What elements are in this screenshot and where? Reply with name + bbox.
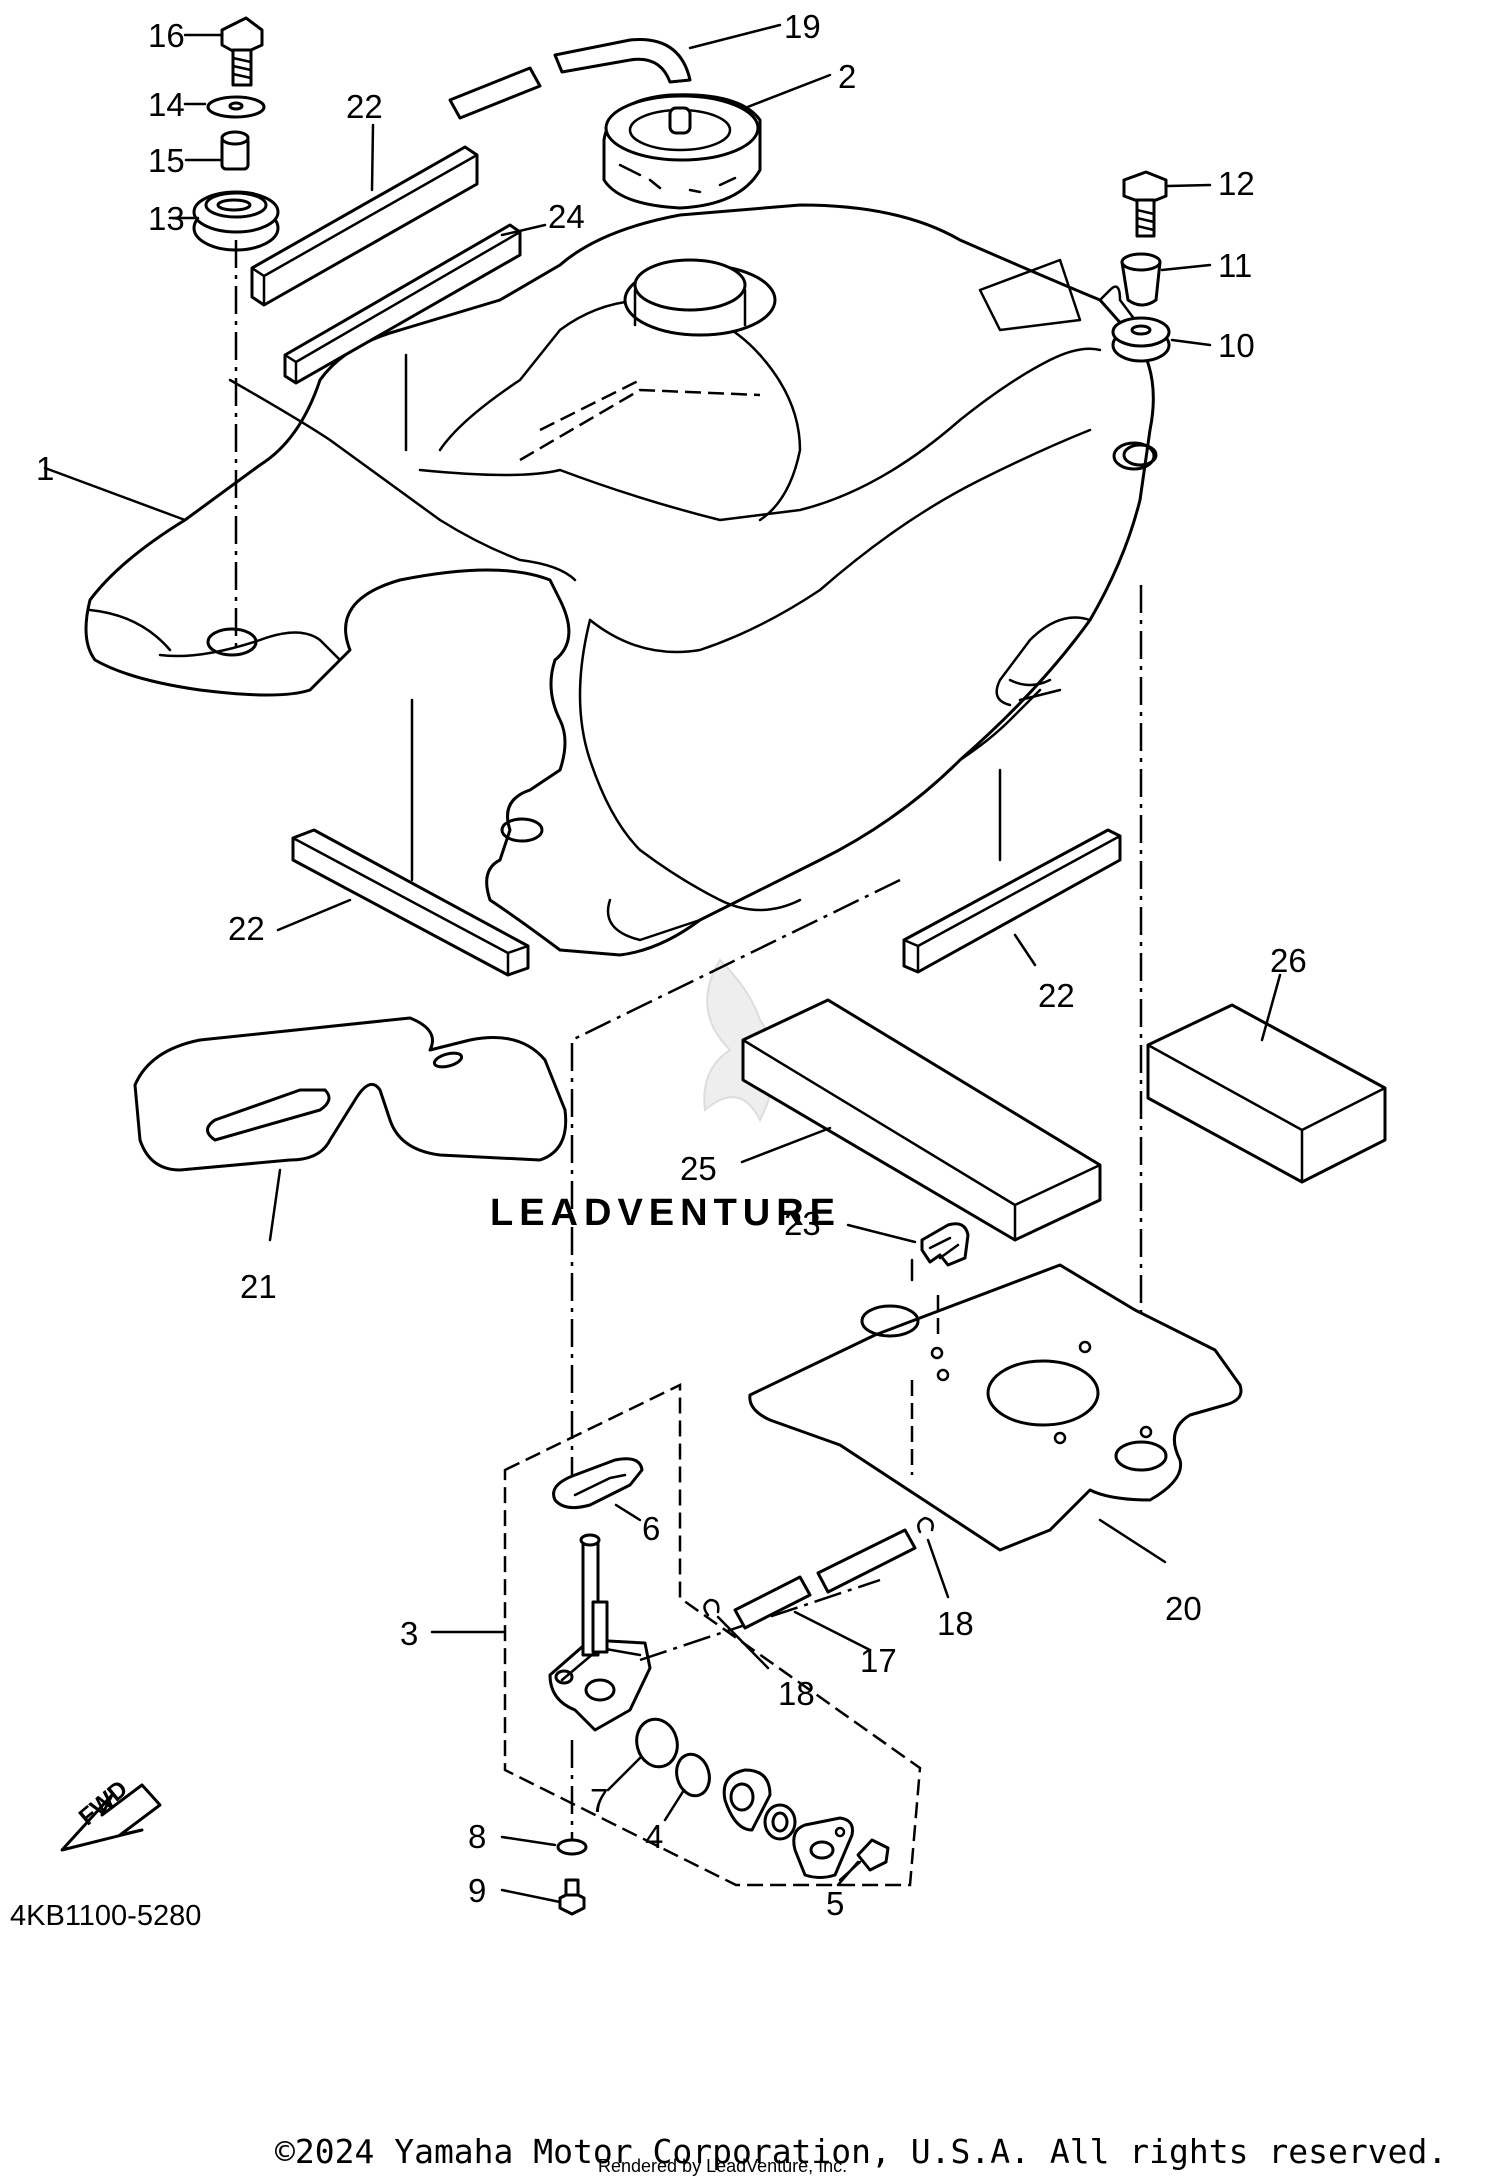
forward-direction-indicator: FWD	[60, 1775, 162, 1852]
right-mount-hardware	[1111, 170, 1171, 363]
fuel-cock-assembly	[503, 1383, 922, 1916]
callout-25: 25	[680, 1150, 717, 1187]
callout-18-upper: 18	[937, 1605, 974, 1642]
callout-22-right: 22	[1038, 977, 1075, 1014]
callout-2: 2	[838, 58, 856, 95]
callout-13: 13	[148, 200, 185, 237]
left-mount-hardware	[192, 16, 280, 252]
callout-4: 4	[645, 1818, 663, 1855]
copyright-notice: ©2024 Yamaha Motor Corporation, U.S.A. A…	[275, 2132, 1447, 2171]
callout-20: 20	[1165, 1590, 1202, 1627]
callout-19: 19	[784, 8, 821, 45]
callout-11: 11	[1218, 247, 1252, 284]
callout-26: 26	[1270, 942, 1307, 979]
callout-3: 3	[400, 1615, 418, 1652]
heat-shield-plate	[133, 1016, 568, 1172]
callout-17: 17	[860, 1642, 897, 1679]
callout-12: 12	[1218, 165, 1255, 202]
fuel-tank	[84, 203, 1158, 957]
watermark-text: LEADVENTURE	[490, 1192, 841, 1234]
callout-10: 10	[1218, 327, 1255, 364]
callout-9: 9	[468, 1872, 486, 1909]
callout-18-lower: 18	[778, 1675, 815, 1712]
callout-6: 6	[642, 1510, 660, 1547]
fuel-hose	[703, 1516, 934, 1630]
callout-22-left: 22	[228, 910, 265, 947]
callout-7: 7	[590, 1782, 608, 1819]
base-plate	[748, 1263, 1243, 1552]
foam-pads	[741, 998, 1387, 1242]
breather-hose	[448, 38, 692, 120]
rendered-by-note: Rendered by LeadVenture, Inc.	[598, 2156, 847, 2176]
figure-code: 4KB1100-5280	[10, 1900, 201, 1932]
callout-14: 14	[148, 86, 185, 123]
callout-23: 23	[784, 1205, 821, 1242]
damper-strips	[250, 145, 1122, 977]
callout-1: 1	[36, 450, 54, 487]
callout-8: 8	[468, 1818, 486, 1855]
callout-16: 16	[148, 17, 185, 54]
petcock-axis	[570, 878, 901, 1480]
callout-22-top: 22	[346, 88, 383, 125]
hose-clip	[910, 1222, 970, 1282]
leader-lines	[43, 23, 1282, 1904]
callout-21: 21	[240, 1268, 277, 1305]
fuel-cap	[602, 93, 762, 210]
part-callouts: 16 14 15 13 1 19 2 12 11 10 22 24 22 22 …	[36, 8, 1307, 1922]
callout-5: 5	[826, 1885, 844, 1922]
callout-15: 15	[148, 142, 185, 179]
callout-24: 24	[548, 198, 585, 235]
